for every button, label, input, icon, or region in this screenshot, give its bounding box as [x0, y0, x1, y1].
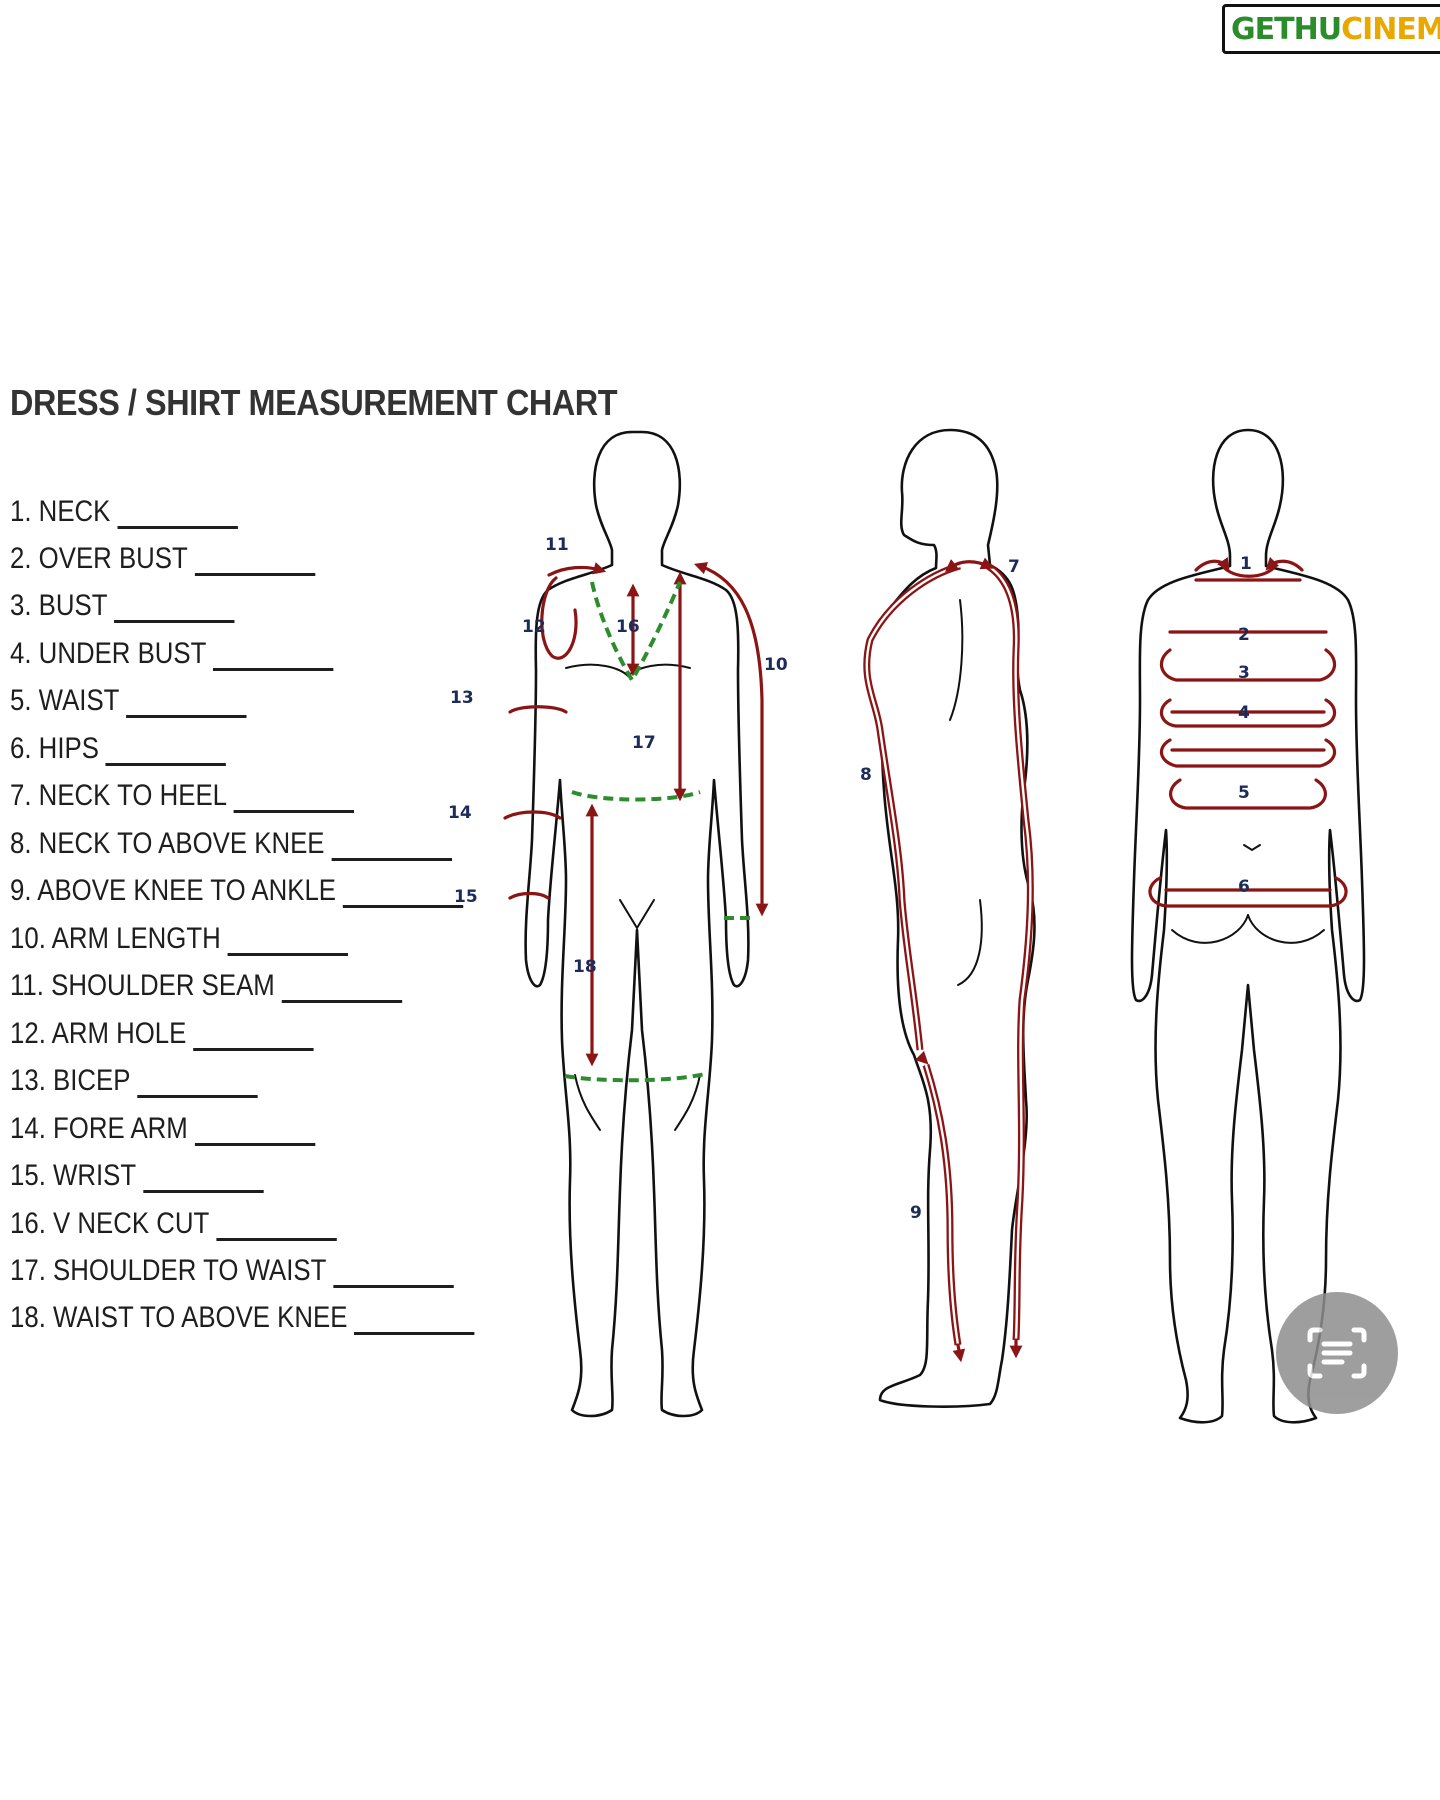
label-11: 11 [545, 535, 569, 555]
list-item: 2. OVER BUST [10, 542, 316, 576]
google-lens-icon[interactable] [1276, 1292, 1398, 1414]
label-18: 18 [573, 957, 597, 977]
label-17: 17 [632, 733, 656, 753]
label-13: 13 [450, 688, 474, 708]
side-figure [863, 428, 1036, 1408]
front-figure [503, 430, 769, 1418]
list-item: 7. NECK TO HEEL [10, 779, 355, 813]
list-item: 15. WRIST [10, 1159, 264, 1193]
back-labels: 1 2 3 4 5 6 [1238, 554, 1252, 897]
label-10: 10 [764, 655, 788, 675]
label-1: 1 [1240, 554, 1252, 574]
label-5: 5 [1238, 783, 1250, 803]
label-8: 8 [860, 765, 872, 785]
label-7: 7 [1008, 557, 1020, 577]
list-item: 11. SHOULDER SEAM [10, 969, 403, 1003]
list-item: 17. SHOULDER TO WAIST [10, 1254, 454, 1288]
label-9: 9 [910, 1203, 922, 1223]
label-6: 6 [1238, 877, 1250, 897]
list-item: 9. ABOVE KNEE TO ANKLE [10, 874, 464, 908]
list-item: 8. NECK TO ABOVE KNEE [10, 827, 452, 861]
list-item: 5. WAIST [10, 684, 247, 718]
label-2: 2 [1238, 625, 1250, 645]
list-item: 14. FORE ARM [10, 1112, 316, 1146]
label-12: 12 [522, 617, 546, 637]
list-item: 10. ARM LENGTH [10, 922, 349, 956]
brand-logo: GETHUCINEMA [1218, 0, 1440, 60]
list-item: 16. V NECK CUT [10, 1207, 337, 1241]
chart-title: DRESS / SHIRT MEASUREMENT CHART [10, 382, 618, 423]
list-item: 1. NECK [10, 495, 238, 529]
front-labels: 11 12 16 10 13 17 14 15 18 [448, 535, 788, 977]
label-4: 4 [1238, 703, 1250, 723]
list-item: 4. UNDER BUST [10, 637, 334, 671]
label-16: 16 [616, 617, 640, 637]
label-3: 3 [1238, 663, 1250, 683]
list-item: 12. ARM HOLE [10, 1017, 314, 1051]
list-item: 13. BICEP [10, 1064, 258, 1098]
list-item: 18. WAIST TO ABOVE KNEE [10, 1301, 475, 1335]
label-14: 14 [448, 803, 472, 823]
side-labels: 7 8 9 [860, 557, 1020, 1223]
list-item: 6. HIPS [10, 732, 227, 766]
back-figure [1130, 428, 1366, 1424]
list-item: 3. BUST [10, 589, 235, 623]
label-15: 15 [454, 887, 478, 907]
